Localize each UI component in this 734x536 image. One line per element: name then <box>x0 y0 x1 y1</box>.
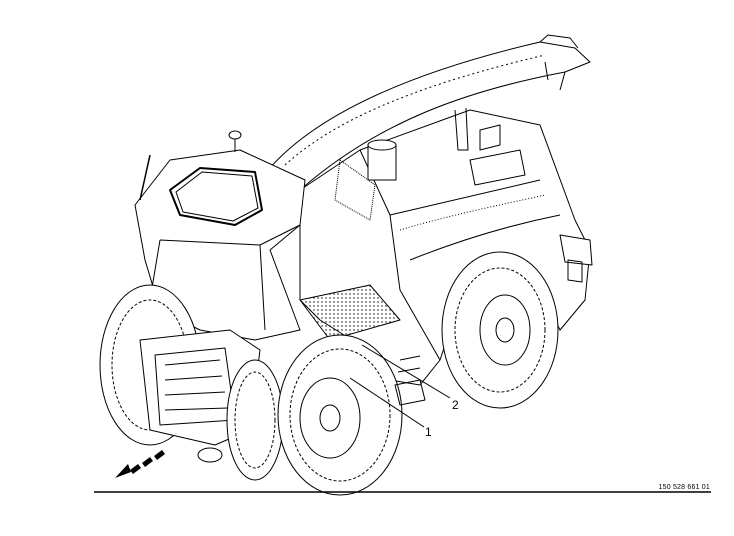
front-main-wheel <box>277 334 403 496</box>
roof-window <box>169 167 263 226</box>
callout-2-label: 2 <box>452 398 459 412</box>
callout-1-leader <box>349 377 425 428</box>
document-number: 150 528 661 01 <box>658 484 710 491</box>
callout-1-label: 1 <box>425 425 432 439</box>
front-inner-wheel <box>226 359 284 481</box>
callout-2-leader <box>361 344 451 399</box>
discharge-spout <box>267 41 591 191</box>
travel-direction-arrow-icon <box>115 450 165 478</box>
rear-wheel <box>441 251 559 409</box>
platform <box>299 284 401 341</box>
